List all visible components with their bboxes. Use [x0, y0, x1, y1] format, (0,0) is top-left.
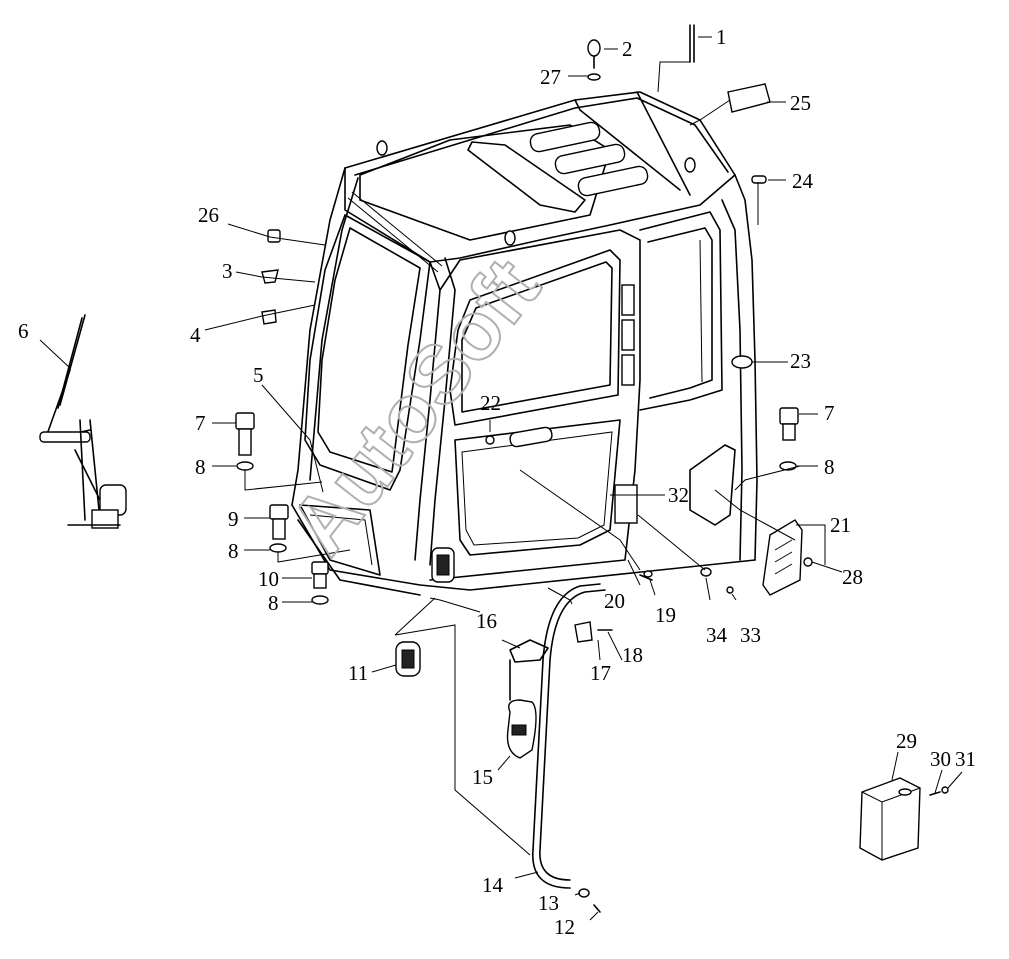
loose-parts	[39, 24, 949, 913]
callout-26: 26	[198, 203, 219, 227]
callout-2: 2	[622, 37, 633, 61]
callout-9: 9	[228, 507, 239, 531]
callout-23: 23	[790, 349, 811, 373]
callout-11: 11	[348, 661, 368, 685]
callout-13: 13	[538, 891, 559, 915]
callout-17: 17	[590, 661, 611, 685]
callout-3: 3	[222, 259, 233, 283]
leader-lines	[39, 36, 963, 921]
cab-body	[291, 91, 758, 596]
callout-22: 22	[480, 391, 501, 415]
callout-15: 15	[472, 765, 493, 789]
callout-31: 31	[955, 747, 976, 771]
callout-28: 28	[842, 565, 863, 589]
callout-24: 24	[792, 169, 814, 193]
callout-18: 18	[622, 643, 643, 667]
callout-4: 4	[190, 323, 201, 347]
callout-29: 29	[896, 729, 917, 753]
callout-10: 10	[258, 567, 279, 591]
callout-5: 5	[253, 363, 264, 387]
callout-19: 19	[655, 603, 676, 627]
callout-8c: 8	[268, 591, 279, 615]
callout-21: 21	[830, 513, 851, 537]
callout-20: 20	[604, 589, 625, 613]
callout-8b: 8	[228, 539, 239, 563]
callout-8a: 8	[195, 455, 206, 479]
callout-34: 34	[706, 623, 728, 647]
callout-6: 6	[18, 319, 29, 343]
callout-8d: 8	[824, 455, 835, 479]
callout-27: 27	[540, 65, 561, 89]
callout-25: 25	[790, 91, 811, 115]
callout-7b: 7	[824, 401, 835, 425]
callout-33: 33	[740, 623, 761, 647]
callout-16: 16	[476, 609, 497, 633]
callout-12: 12	[554, 915, 575, 939]
callout-14: 14	[482, 873, 504, 897]
callout-30: 30	[930, 747, 951, 771]
callout-7a: 7	[195, 411, 206, 435]
callout-numbers: 1 2 3 4 5 6 7 7 8 8 8 8 9 10 11 12 13 14…	[18, 25, 976, 939]
callout-1: 1	[716, 25, 727, 49]
callout-32: 32	[668, 483, 689, 507]
watermark: AutoSoft	[272, 242, 557, 571]
